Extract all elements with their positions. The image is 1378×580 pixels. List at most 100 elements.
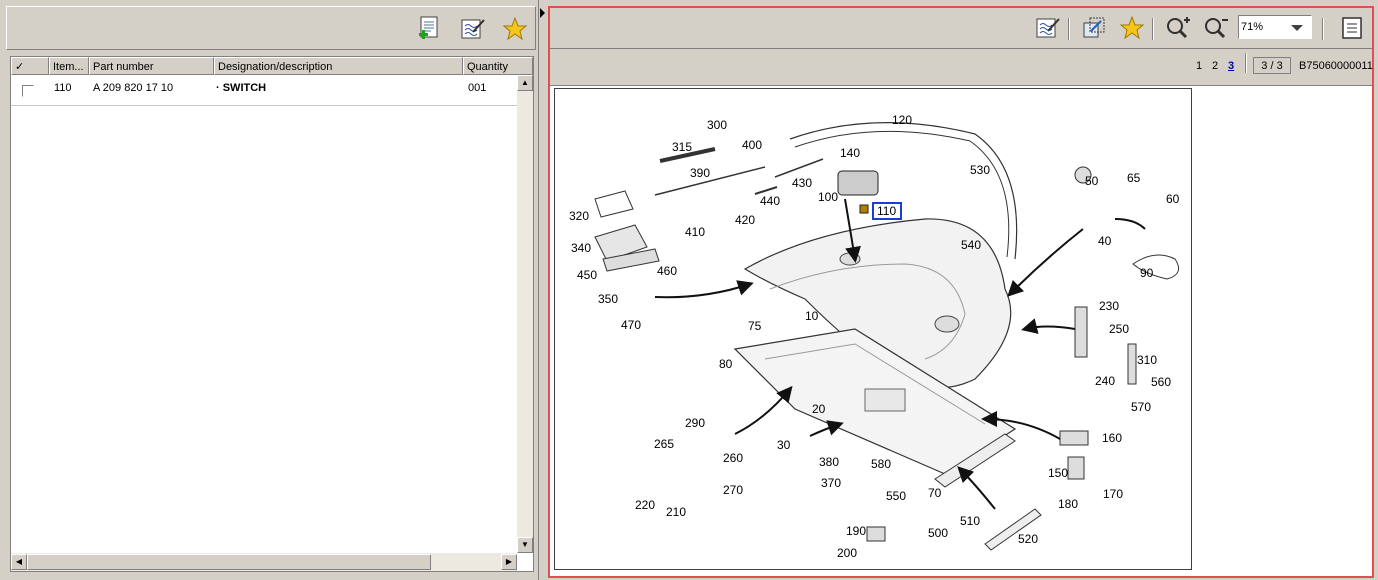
callout-label: 180 — [1058, 497, 1078, 511]
favorite-star-icon[interactable] — [1118, 14, 1146, 42]
chevron-down-icon[interactable] — [1291, 25, 1303, 31]
callout-label: 390 — [690, 166, 710, 180]
parts-list-pane: ✓ Item... Part number Designation/descri… — [0, 0, 538, 580]
zoom-in-icon[interactable] — [1164, 14, 1192, 42]
scroll-up-button[interactable]: ▲ — [517, 75, 533, 91]
callout-label: 500 — [928, 526, 948, 540]
scroll-left-button[interactable]: ◀ — [11, 554, 27, 570]
zoom-out-icon[interactable] — [1202, 14, 1230, 42]
column-header-item[interactable]: Item... — [49, 57, 89, 75]
callout-label: 200 — [837, 546, 857, 560]
edit-notes-icon[interactable] — [1034, 14, 1062, 42]
parts-table: ✓ Item... Part number Designation/descri… — [10, 56, 534, 572]
document-id: B75060000011 — [1299, 60, 1373, 72]
callout-label: 260 — [723, 451, 743, 465]
horizontal-scroll-thumb[interactable] — [27, 554, 431, 570]
table-row[interactable]: 110 A 209 820 17 10 · SWITCH 001 — [11, 75, 517, 106]
scroll-right-button[interactable]: ▶ — [501, 554, 517, 570]
resize-icon[interactable] — [1080, 14, 1108, 42]
callout-label: 40 — [1098, 234, 1112, 248]
callout-label: 400 — [742, 138, 762, 152]
callout-label: 440 — [760, 194, 780, 208]
column-header-check[interactable]: ✓ — [11, 57, 49, 75]
page-indicator: 3 / 3 — [1253, 57, 1291, 74]
favorite-star-icon[interactable] — [501, 15, 529, 43]
callout-label: 120 — [892, 113, 912, 127]
callout-label: 140 — [840, 146, 860, 160]
toolbar-separator — [1322, 18, 1324, 40]
callout-label: 460 — [657, 264, 677, 278]
diagram-viewer-pane: 71% 1 2 3 3 / 3 B75060000011 — [548, 6, 1374, 578]
callout-label: 320 — [569, 209, 589, 223]
callout-label: 50 — [1085, 174, 1099, 188]
column-header-quantity[interactable]: Quantity — [463, 57, 533, 75]
callout-label: 20 — [812, 402, 826, 416]
highlighted-callout-box — [872, 202, 902, 220]
vertical-scrollbar[interactable]: ▲ ▼ — [517, 75, 533, 553]
callout-label: 340 — [571, 241, 591, 255]
callout-label: 30 — [777, 438, 791, 452]
callout-label: 220 — [635, 498, 655, 512]
highlighted-callout-label: 110 — [877, 204, 896, 218]
row-part-number: A 209 820 17 10 — [93, 82, 174, 94]
edit-notes-icon[interactable] — [459, 15, 487, 43]
callout-label: 10 — [805, 309, 819, 323]
callout-label: 210 — [666, 505, 686, 519]
row-checkbox[interactable] — [22, 85, 34, 97]
callout-label: 230 — [1099, 299, 1119, 313]
row-quantity: 001 — [468, 82, 487, 94]
diagram-canvas[interactable]: 300 120 315 400 140 530 390 430 100 110 … — [550, 86, 1372, 576]
zoom-select[interactable]: 71% — [1238, 15, 1312, 39]
page-icon[interactable] — [1338, 14, 1366, 42]
horizontal-scrollbar[interactable]: ◀ ▶ — [11, 553, 517, 571]
callout-label: 65 — [1127, 171, 1141, 185]
callout-label: 540 — [961, 238, 981, 252]
callout-label: 160 — [1102, 431, 1122, 445]
callout-label: 430 — [792, 176, 812, 190]
callout-label: 300 — [707, 118, 727, 132]
callout-label: 520 — [1018, 532, 1038, 546]
row-designation: · SWITCH — [216, 82, 267, 94]
callout-label: 75 — [748, 319, 762, 333]
callout-label: 100 — [818, 190, 838, 204]
callout-label: 570 — [1131, 400, 1151, 414]
callout-label: 380 — [819, 455, 839, 469]
zoom-value: 71% — [1241, 21, 1264, 33]
exploded-view-drawing: 300 120 315 400 140 530 390 430 100 110 … — [569, 113, 1180, 560]
row-item: 110 — [54, 82, 72, 94]
page-navigation: 1 2 3 3 / 3 B75060000011 — [550, 49, 1373, 86]
callout-label: 420 — [735, 213, 755, 227]
toolbar-separator — [1152, 18, 1154, 40]
callout-label: 270 — [723, 483, 743, 497]
callout-label: 240 — [1095, 374, 1115, 388]
callout-label: 470 — [621, 318, 641, 332]
callout-label: 560 — [1151, 375, 1171, 389]
page-link-2[interactable]: 2 — [1212, 60, 1219, 72]
callout-label: 190 — [846, 524, 866, 538]
callout-label: 530 — [970, 163, 990, 177]
scroll-down-button[interactable]: ▼ — [517, 537, 533, 553]
table-header: ✓ Item... Part number Designation/descri… — [11, 57, 533, 75]
callout-label: 550 — [886, 489, 906, 503]
collapse-left-arrow-icon[interactable] — [540, 8, 545, 18]
callout-label: 150 — [1048, 466, 1068, 480]
parts-diagram[interactable]: 300 120 315 400 140 530 390 430 100 110 … — [554, 88, 1192, 570]
callout-label: 580 — [871, 457, 891, 471]
callout-label: 60 — [1166, 192, 1180, 206]
page-link-3[interactable]: 3 — [1228, 60, 1235, 72]
callout-label: 80 — [719, 357, 733, 371]
callout-label: 70 — [928, 486, 942, 500]
callout-label: 90 — [1140, 266, 1154, 280]
page-link-1[interactable]: 1 — [1196, 60, 1203, 72]
callout-label: 510 — [960, 514, 980, 528]
column-header-designation[interactable]: Designation/description — [214, 57, 463, 75]
add-document-icon[interactable] — [415, 15, 443, 43]
toolbar-separator — [1068, 18, 1070, 40]
column-header-part-number[interactable]: Part number — [89, 57, 214, 75]
callout-label: 450 — [577, 268, 597, 282]
pane-splitter[interactable] — [538, 0, 546, 580]
callout-label: 170 — [1103, 487, 1123, 501]
parts-list-toolbar — [6, 6, 536, 50]
callout-label: 350 — [598, 292, 618, 306]
callout-label: 250 — [1109, 322, 1129, 336]
